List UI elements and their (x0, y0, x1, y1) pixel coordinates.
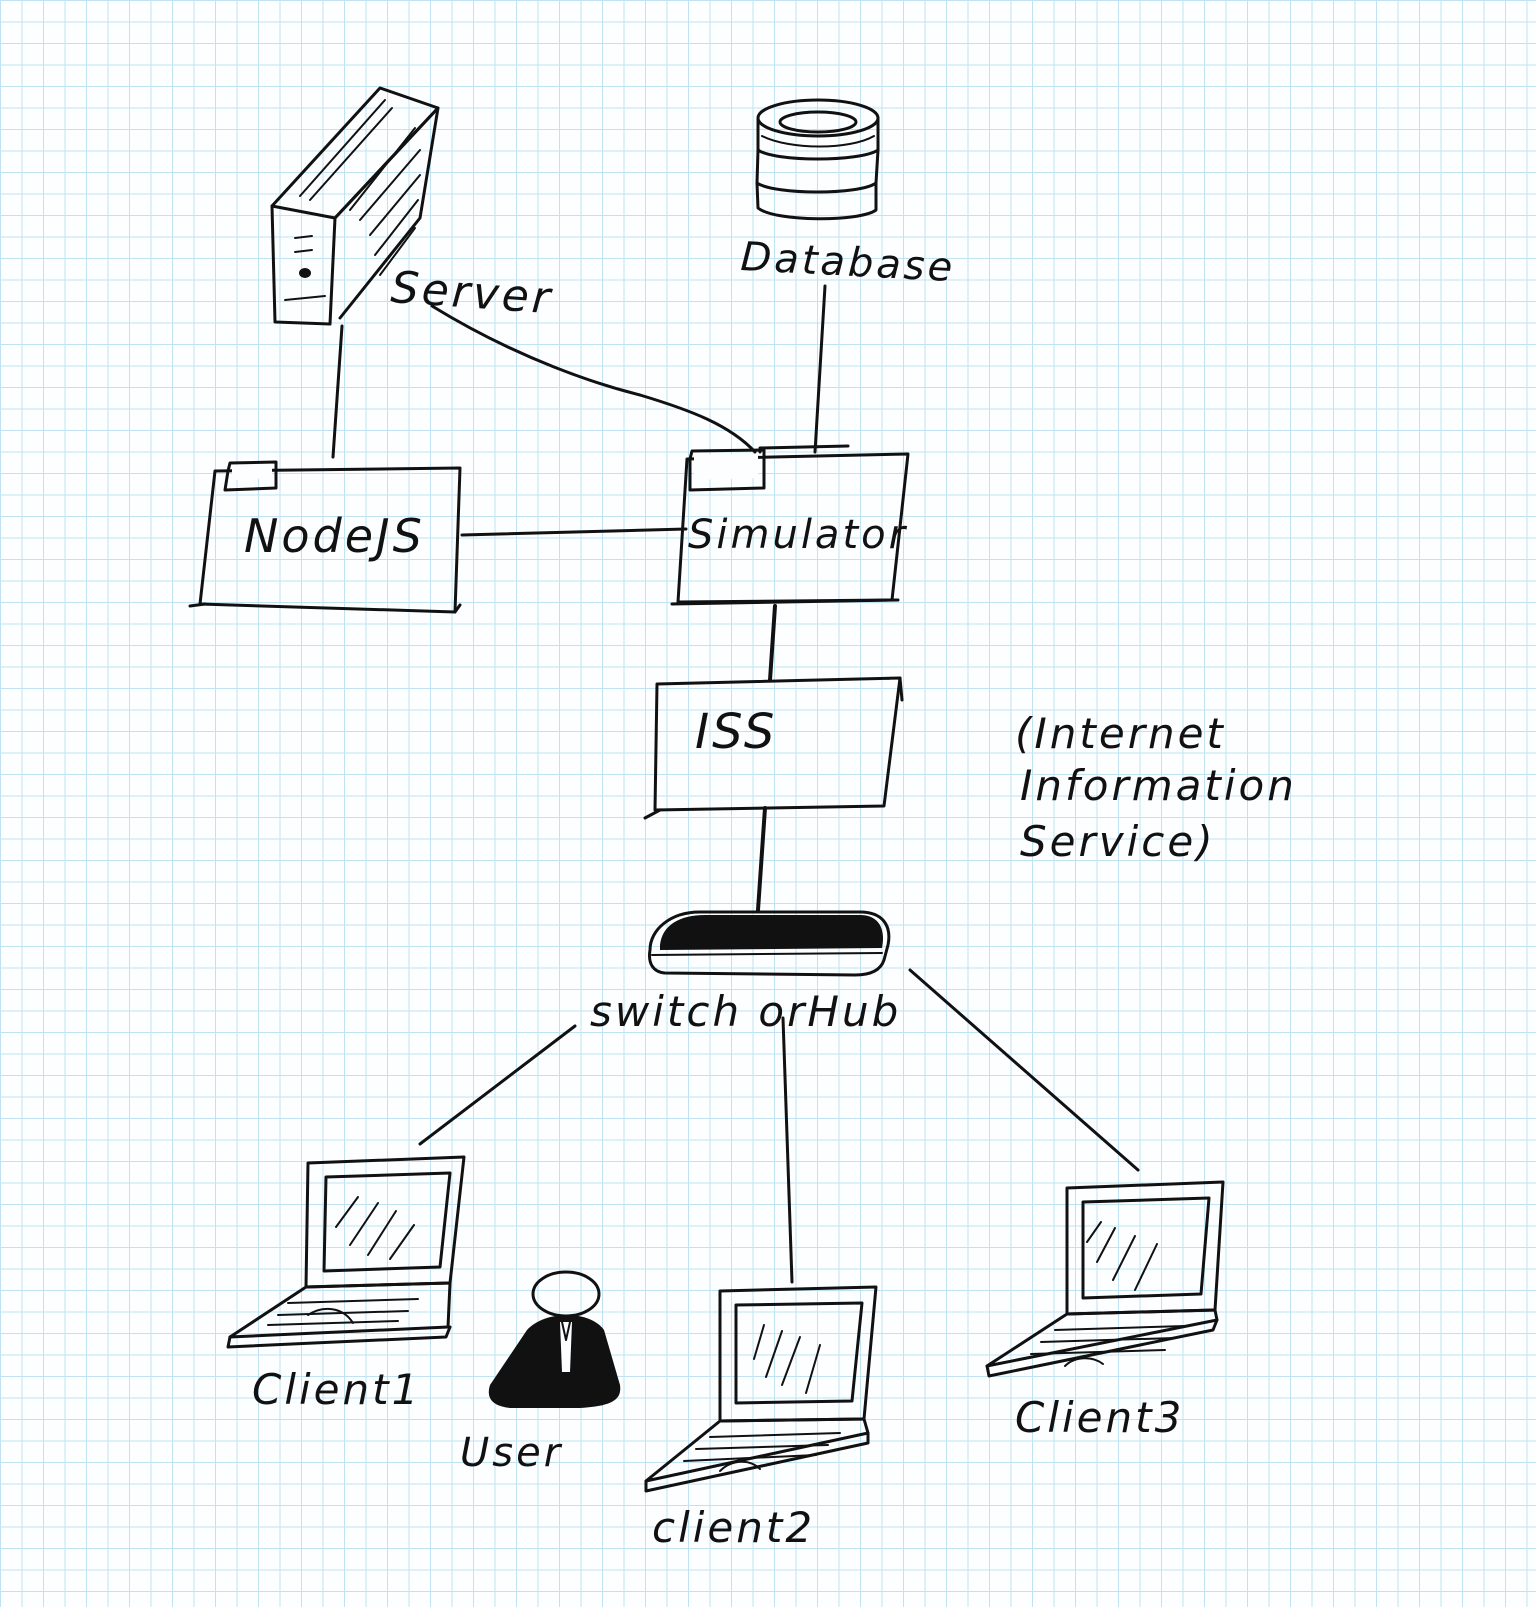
connector-database-simulator (813, 284, 827, 454)
connector-switch-client3 (908, 968, 1140, 1172)
label-switch: switch orHub (590, 987, 901, 1036)
label-iss-note-line2: Information (1020, 761, 1297, 810)
connector-iss-switch (756, 806, 767, 912)
simulator-box (670, 444, 910, 606)
connectors (331, 284, 1140, 1284)
labels: Server Database NodeJS Simulator ISS (In… (244, 234, 1297, 1552)
label-iss-note-line1: (Internet (1015, 709, 1226, 758)
database-icon (755, 98, 880, 221)
label-iss: ISS (695, 704, 777, 760)
label-nodejs: NodeJS (244, 509, 425, 563)
label-user: User (460, 1430, 563, 1476)
connector-switch-client2 (781, 1016, 794, 1284)
label-iss-note-line3: Service) (1020, 817, 1216, 866)
label-simulator: Simulator (688, 512, 908, 558)
nodejs-box (188, 460, 462, 614)
laptop-client2-icon (644, 1285, 878, 1493)
connector-server-nodejs (331, 324, 344, 459)
connector-switch-client1 (418, 1024, 577, 1146)
label-client3: Client3 (1015, 1393, 1184, 1442)
label-server: Server (389, 262, 554, 324)
label-database: Database (739, 234, 956, 291)
server-tower-icon (270, 86, 440, 326)
label-client1: Client1 (252, 1365, 421, 1414)
laptop-client1-icon (226, 1155, 466, 1349)
user-figure-icon (488, 1270, 621, 1408)
iss-box (643, 676, 904, 820)
laptop-client3-icon (985, 1180, 1225, 1378)
switch-hub-icon (648, 910, 891, 977)
connector-server-simulator (430, 304, 757, 454)
label-client2: client2 (652, 1503, 815, 1552)
connector-simulator-iss (768, 604, 777, 682)
connector-simulator-nodejs (460, 527, 688, 537)
